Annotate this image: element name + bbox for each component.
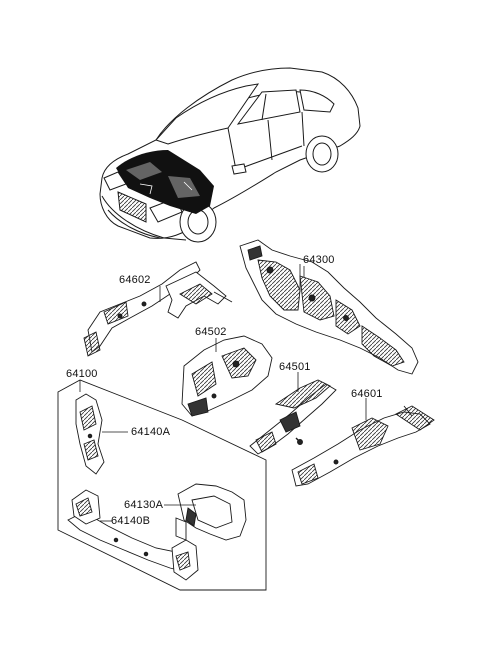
part-64100-group-frame: [57, 379, 267, 591]
label-64140A: 64140A: [131, 426, 171, 438]
label-64300: 64300: [303, 254, 335, 266]
label-64601: 64601: [351, 388, 383, 400]
part-64300-dash-panel: [239, 239, 419, 375]
label-64140B: 64140B: [111, 515, 151, 527]
leader-lines: [79, 264, 367, 522]
part-64140A-bracket: [75, 393, 105, 475]
engine-bay-highlight: [116, 150, 214, 214]
label-64100: 64100: [66, 368, 98, 380]
part-64130A-bracket: [175, 483, 247, 541]
vehicle-illustration: [99, 67, 361, 243]
part-64601-side-member: [291, 405, 435, 487]
label-64602: 64602: [119, 274, 151, 286]
part-64501-side-member: [249, 379, 337, 455]
part-64602-side-member: [83, 261, 233, 357]
label-64130A: 64130A: [124, 499, 164, 511]
part-64140B-lower-carrier: [67, 489, 199, 581]
label-64501: 64501: [279, 361, 311, 373]
label-64502: 64502: [195, 326, 227, 338]
part-64502-fender-apron: [181, 335, 273, 417]
